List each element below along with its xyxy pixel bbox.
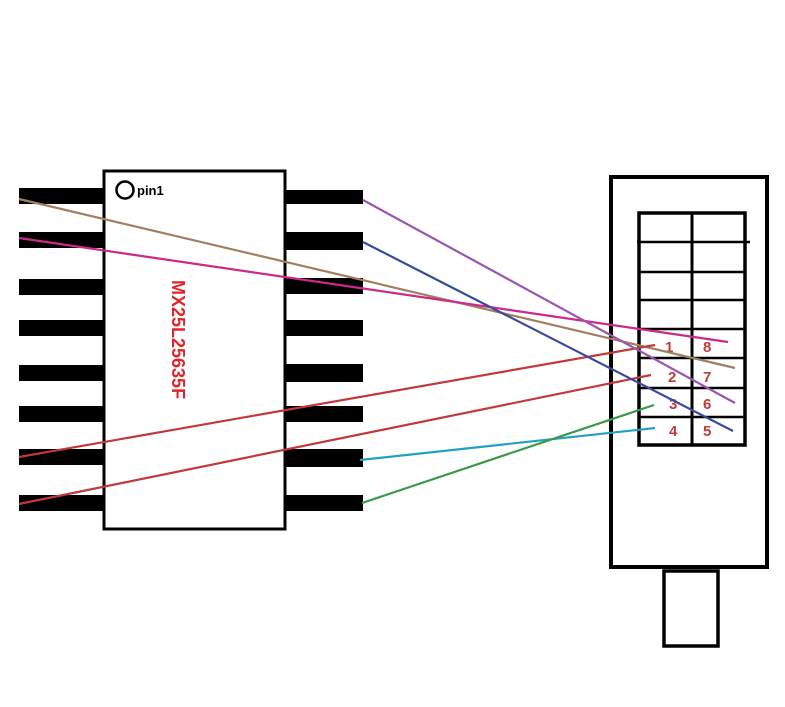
chip-pin-8 — [19, 495, 105, 511]
chip-pin-16 — [285, 190, 363, 204]
chip-pin-3 — [19, 279, 105, 295]
wire-chip-pin10-to-conn-4 — [359, 426, 656, 462]
connector-pin-7-label: 7 — [703, 369, 711, 386]
connector-pin-1-label: 1 — [665, 339, 673, 356]
wire-chip-pin7-to-conn-1 — [18, 343, 656, 459]
connector-pin-3-label: 3 — [669, 396, 677, 413]
chip-pin-12 — [285, 364, 363, 382]
wire-chip-pin2-to-conn-8 — [18, 236, 729, 344]
chip-pin-13 — [285, 320, 363, 336]
connector-pin-6-label: 6 — [703, 396, 711, 413]
connector-grid — [637, 211, 750, 447]
pin1-marker-circle — [115, 180, 135, 200]
chip-body — [102, 169, 287, 531]
chip-pin-14 — [285, 278, 363, 294]
connector-pin-2-label: 2 — [668, 369, 676, 386]
chip-pin-7 — [19, 449, 105, 465]
chip-pin-6 — [19, 406, 105, 422]
chip-pin-4 — [19, 320, 105, 336]
connector-pin-numbers: 1 2 3 4 5 6 7 8 — [665, 339, 711, 440]
chip-left-pins — [19, 188, 105, 511]
chip-pin-1 — [19, 188, 105, 204]
chip-pin-15 — [285, 232, 363, 250]
wires — [18, 197, 736, 506]
wire-chip-pin9-to-conn-3 — [361, 403, 655, 505]
chip-pin-5 — [19, 365, 105, 381]
pin1-label: pin1 — [137, 183, 164, 198]
chip-pin-10 — [285, 449, 363, 467]
chip-pin-2 — [19, 232, 105, 248]
connector-pin-4-label: 4 — [669, 423, 678, 440]
chip-right-pins — [285, 190, 363, 511]
wire-chip-pin16-to-conn-6 — [362, 199, 736, 404]
wire-chip-pin1-to-conn-7 — [18, 197, 736, 370]
connector-pin-8-label: 8 — [703, 339, 711, 356]
chip-pin-9 — [285, 495, 363, 511]
chip-pin-11 — [285, 406, 363, 422]
chip-part-number: MX25L25635F — [168, 280, 188, 399]
wire-chip-pin8-to-conn-2 — [18, 373, 652, 506]
connector-latch — [662, 569, 720, 648]
wire-chip-pin15-to-conn-5 — [362, 241, 734, 432]
connector-pin-5-label: 5 — [703, 423, 711, 440]
